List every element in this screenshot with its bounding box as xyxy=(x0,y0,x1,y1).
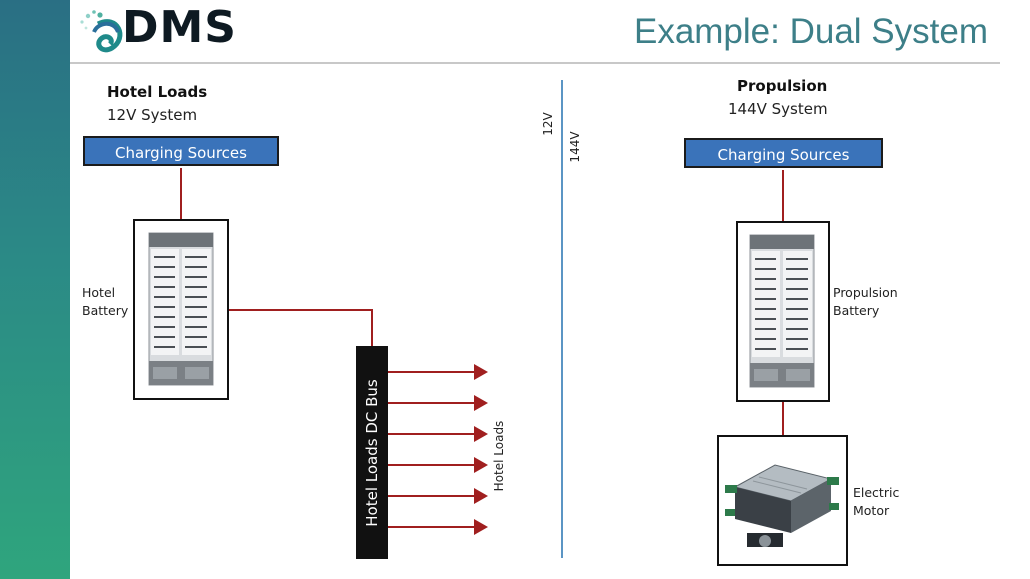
electric-motor-label-line1: Electric xyxy=(853,485,900,500)
hotel-battery-label-line1: Hotel xyxy=(82,285,116,300)
battery-to-bus-connector xyxy=(228,309,373,346)
hotel-loads-output-label: Hotel Loads xyxy=(492,420,506,492)
header-divider xyxy=(70,62,1000,64)
slide-title: Example: Dual System xyxy=(633,12,988,51)
propulsion-battery-label-line1: Propulsion xyxy=(833,285,898,300)
divider-12v-label: 12V xyxy=(541,112,555,136)
divider-144v-label: 144V xyxy=(568,131,582,163)
electric-motor-box xyxy=(717,435,848,566)
side-accent-bar xyxy=(0,0,70,579)
hotel-battery-label: Hotel Battery xyxy=(82,284,128,320)
electric-motor-label: Electric Motor xyxy=(853,484,899,520)
dms-logo-icon xyxy=(80,10,123,53)
electric-motor-label-line2: Motor xyxy=(853,503,890,518)
hotel-battery-label-line2: Battery xyxy=(82,303,129,318)
logo-text: DMS xyxy=(122,2,237,53)
propulsion-battery-box xyxy=(736,221,830,402)
propulsion-title: Propulsion xyxy=(737,77,828,95)
hotel-battery-icon xyxy=(148,232,214,386)
hotel-battery-box xyxy=(133,219,229,400)
dc-bus-label: Hotel Loads DC Bus xyxy=(363,379,381,527)
hotel-system-voltage: 12V System xyxy=(107,106,198,124)
propulsion-battery-icon xyxy=(749,234,815,388)
hotel-loads-dc-bus xyxy=(356,346,388,559)
hotel-loads-title: Hotel Loads xyxy=(107,83,208,101)
propulsion-system-voltage: 144V System xyxy=(728,100,828,118)
propulsion-battery-label: Propulsion Battery xyxy=(833,284,898,320)
propulsion-battery-label-line2: Battery xyxy=(833,303,880,318)
left-charging-sources: Charging Sources xyxy=(83,136,279,166)
right-charging-sources: Charging Sources xyxy=(684,138,883,168)
electric-motor-icon xyxy=(725,464,839,547)
